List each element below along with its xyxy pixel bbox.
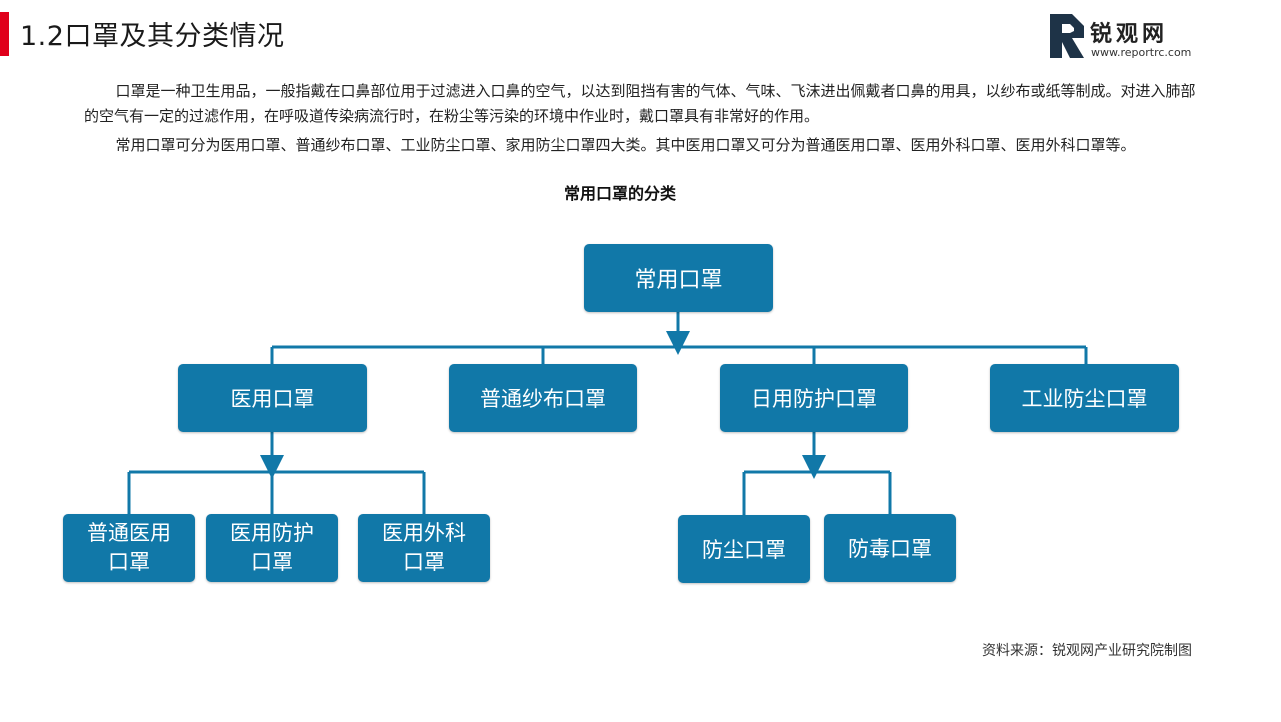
node-medical-protective-line2: 口罩 <box>251 550 293 574</box>
logo-mark-icon <box>1050 14 1084 58</box>
node-medical-general-line2: 口罩 <box>108 550 150 574</box>
page-title: 1.2口罩及其分类情况 <box>20 21 285 52</box>
node-medical-protective: 医用防护 口罩 <box>206 514 338 582</box>
node-daily: 日用防护口罩 <box>720 364 908 432</box>
logo-name: 锐观网 <box>1090 22 1169 47</box>
classification-paragraph: 常用口罩可分为医用口罩、普通纱布口罩、工业防尘口罩、家用防尘口罩四大类。其中医用… <box>115 136 1136 154</box>
logo-url: www.reportrc.com <box>1091 46 1192 59</box>
title-accent-bar <box>0 12 9 56</box>
source-note: 资料来源：锐观网产业研究院制图 <box>982 643 1192 659</box>
node-industrial: 工业防尘口罩 <box>990 364 1179 432</box>
intro-paragraph: 口罩是一种卫生用品，一般指戴在口鼻部位用于过滤进入口鼻的空气，以达到阻挡有害的气… <box>84 82 1196 125</box>
node-medical-surgical-line1: 医用外科 <box>382 521 466 545</box>
node-gauze: 普通纱布口罩 <box>449 364 637 432</box>
node-medical-surgical-line2: 口罩 <box>403 550 445 574</box>
node-root: 常用口罩 <box>584 244 773 312</box>
node-antitoxic: 防毒口罩 <box>824 514 956 582</box>
node-dustproof: 防尘口罩 <box>678 515 810 583</box>
node-medical-general: 普通医用 口罩 <box>63 514 195 582</box>
node-medical-protective-line1: 医用防护 <box>230 521 314 545</box>
reportrc-logo: 锐观网 www.reportrc.com <box>1048 12 1198 62</box>
diagram-title: 常用口罩的分类 <box>563 184 676 203</box>
node-medical-general-line1: 普通医用 <box>87 521 171 545</box>
node-medical-surgical: 医用外科 口罩 <box>358 514 490 582</box>
node-medical: 医用口罩 <box>178 364 367 432</box>
